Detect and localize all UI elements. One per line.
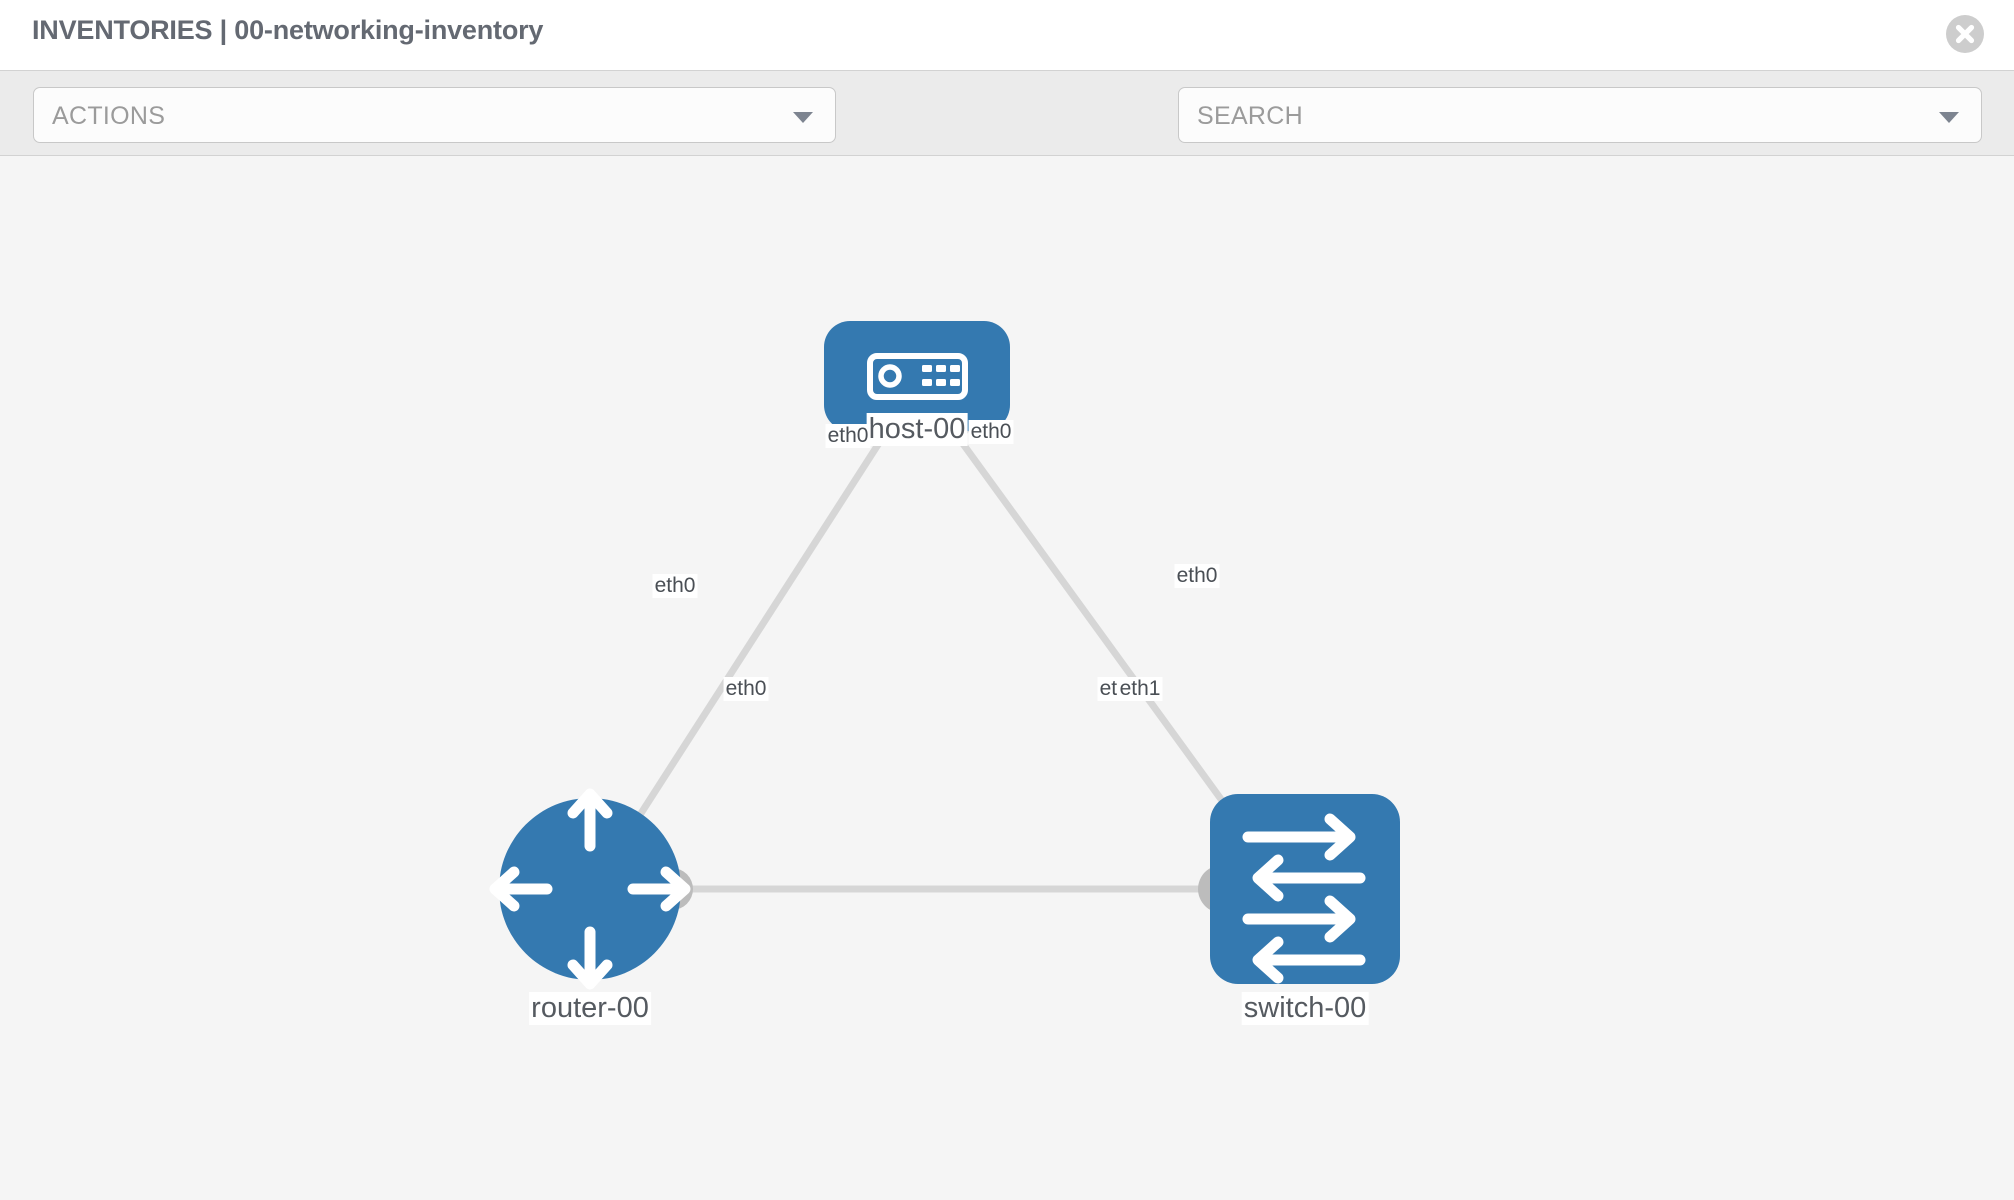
- switch-arrows-icon: [1242, 813, 1366, 984]
- iface-label-switch-eth0-north: eth0: [1174, 564, 1220, 588]
- topology-canvas[interactable]: host-00 router-00 switch-00 eth0 eth0 et…: [0, 156, 2014, 1200]
- page-title: INVENTORIES | 00-networking-inventory: [32, 15, 544, 45]
- node-label-router-00: router-00: [529, 992, 651, 1025]
- node-switch-00: [1210, 794, 1400, 984]
- iface-label-host-eth0-right: eth0: [968, 420, 1014, 444]
- actions-dropdown-label: ACTIONS: [52, 102, 166, 130]
- chevron-down-icon: [793, 112, 813, 123]
- page-header: INVENTORIES | 00-networking-inventory: [0, 0, 2014, 70]
- iface-label-switch-eth1-west: eth1: [1117, 677, 1163, 701]
- link-host-router: [617, 424, 893, 848]
- iface-label-router-eth0-east: eth0: [723, 677, 769, 701]
- node-router-00: [489, 788, 691, 990]
- node-host-00: [824, 321, 1010, 431]
- node-label-switch-00: switch-00: [1241, 992, 1369, 1025]
- chevron-down-icon[interactable]: [1939, 112, 1959, 123]
- search-input[interactable]: SEARCH: [1178, 87, 1982, 143]
- toolbar: ACTIONS SEARCH: [0, 70, 2014, 203]
- actions-dropdown[interactable]: ACTIONS: [33, 87, 836, 143]
- server-icon: [867, 353, 968, 400]
- node-label-host-00: host-00: [866, 413, 968, 446]
- close-icon[interactable]: [1946, 15, 1984, 53]
- search-placeholder: SEARCH: [1197, 102, 1303, 130]
- link-host-switch: [947, 423, 1258, 849]
- topology-links: [617, 423, 1258, 893]
- iface-label-router-eth0-north: eth0: [652, 574, 698, 598]
- router-arrows-icon: [489, 788, 691, 990]
- iface-label-host-eth0-left: eth0: [825, 424, 871, 448]
